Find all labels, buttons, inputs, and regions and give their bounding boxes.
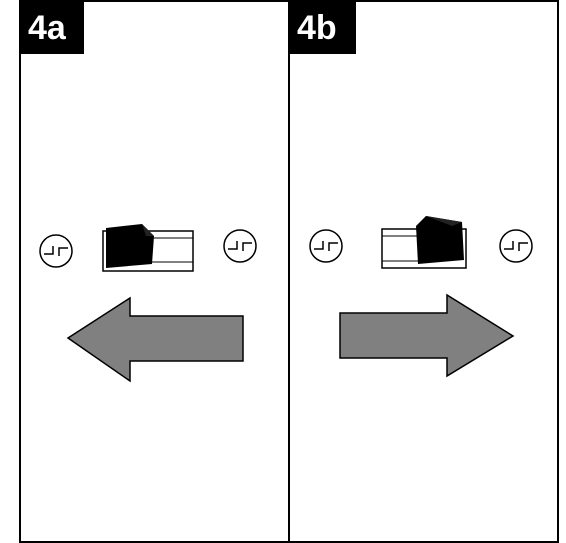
screw-icon (500, 230, 532, 262)
rocker-switch-icon (382, 216, 466, 268)
screw-icon (40, 235, 72, 267)
screw-icon (224, 230, 256, 262)
arrow-right-icon (340, 295, 513, 376)
arrow-left-icon (68, 298, 243, 381)
screw-icon (310, 230, 342, 262)
rocker-switch-icon (103, 224, 193, 271)
